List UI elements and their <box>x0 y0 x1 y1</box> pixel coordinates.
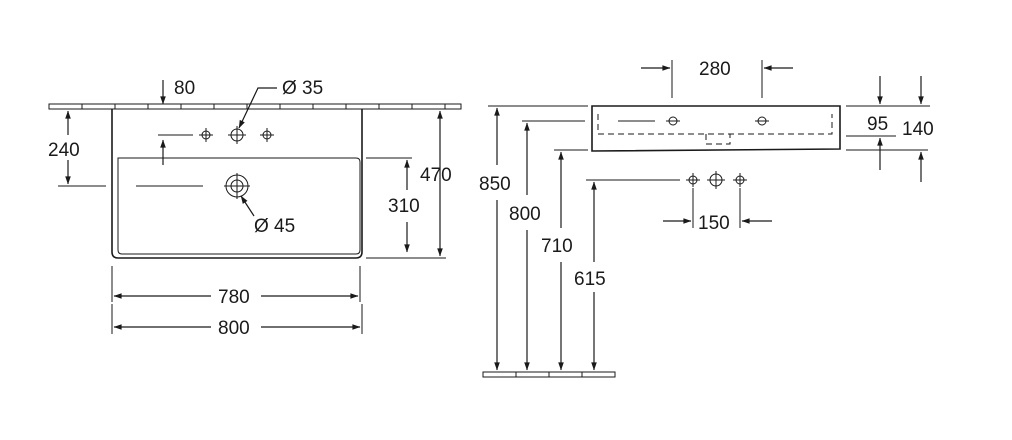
dim-label-140: 140 <box>902 119 934 140</box>
side-tap-hole-right-icon <box>755 116 769 126</box>
dim-label-280: 280 <box>699 59 731 80</box>
front-view: 80 Ø 35 240 470 310 Ø 45 780 800 <box>48 78 462 339</box>
dim-label-780: 780 <box>218 287 250 308</box>
dim-label-800: 800 <box>218 318 250 339</box>
tap-hole-left-icon <box>199 128 213 142</box>
dim-label-800-side: 800 <box>509 204 541 225</box>
dim-label-drain-diameter: Ø 45 <box>254 216 295 237</box>
tap-holes <box>158 126 274 144</box>
rear-tap-hole-left-icon <box>686 173 700 187</box>
dim-label-850: 850 <box>479 174 511 195</box>
tap-hole-right-icon <box>260 128 274 142</box>
side-view: 280 95 140 850 800 710 <box>479 59 934 378</box>
basin-outer-outline <box>111 109 363 259</box>
basin-side-outline <box>591 105 841 152</box>
dim-label-80: 80 <box>174 78 195 99</box>
tap-hole-center-icon <box>228 126 246 144</box>
basin-side-hidden-bowl <box>597 114 833 135</box>
side-tap-hole-left-icon <box>666 116 680 126</box>
basin-inner-bowl <box>117 157 361 255</box>
dim-label-95: 95 <box>867 114 888 135</box>
dim-label-710: 710 <box>541 236 573 257</box>
floor-strip <box>482 371 616 378</box>
drain-icon <box>136 173 250 199</box>
rear-tap-holes <box>686 171 747 189</box>
dim-label-tap-hole-diameter: Ø 35 <box>282 78 323 99</box>
dim-label-150: 150 <box>698 213 730 234</box>
dim-label-310: 310 <box>388 196 420 217</box>
wall-strip <box>48 103 462 110</box>
dim-label-470: 470 <box>420 165 452 186</box>
dim-label-240: 240 <box>48 140 80 161</box>
dim-label-615: 615 <box>574 269 606 290</box>
rear-tap-hole-right-icon <box>733 173 747 187</box>
rear-tap-hole-center-icon <box>707 171 725 189</box>
